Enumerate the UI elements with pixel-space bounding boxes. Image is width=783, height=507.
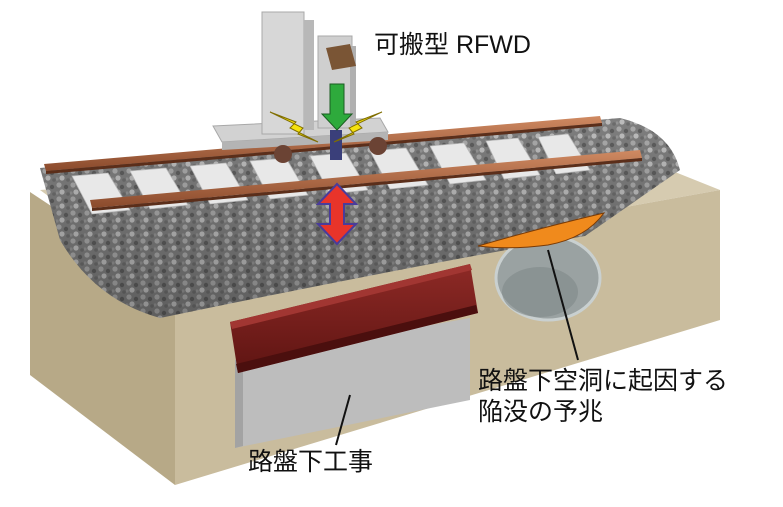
cavity-collapse-sign-label: 路盤下空洞に起因する 陥没の予兆 (478, 366, 728, 427)
rfwd-device (212, 11, 389, 163)
lightning-icon-left (269, 111, 319, 143)
vibration-arrow (315, 182, 359, 246)
cavity-pointer-line (547, 249, 579, 361)
construction-pointer-line (335, 394, 351, 446)
steel-beam (230, 264, 478, 373)
cavity-label-line-2: 陥没の予兆 (478, 397, 604, 426)
load-arrow (320, 83, 354, 131)
cavity-label-line-1: 路盤下空洞に起因する (478, 367, 729, 395)
rails (44, 116, 642, 211)
roadbed-construction-label: 路盤下工事 (248, 448, 374, 476)
cavity-sign-orange-zone (477, 212, 606, 249)
lightning-icon-right (333, 111, 383, 143)
rfwd-device-label: 可搬型 RFWD (374, 31, 531, 59)
